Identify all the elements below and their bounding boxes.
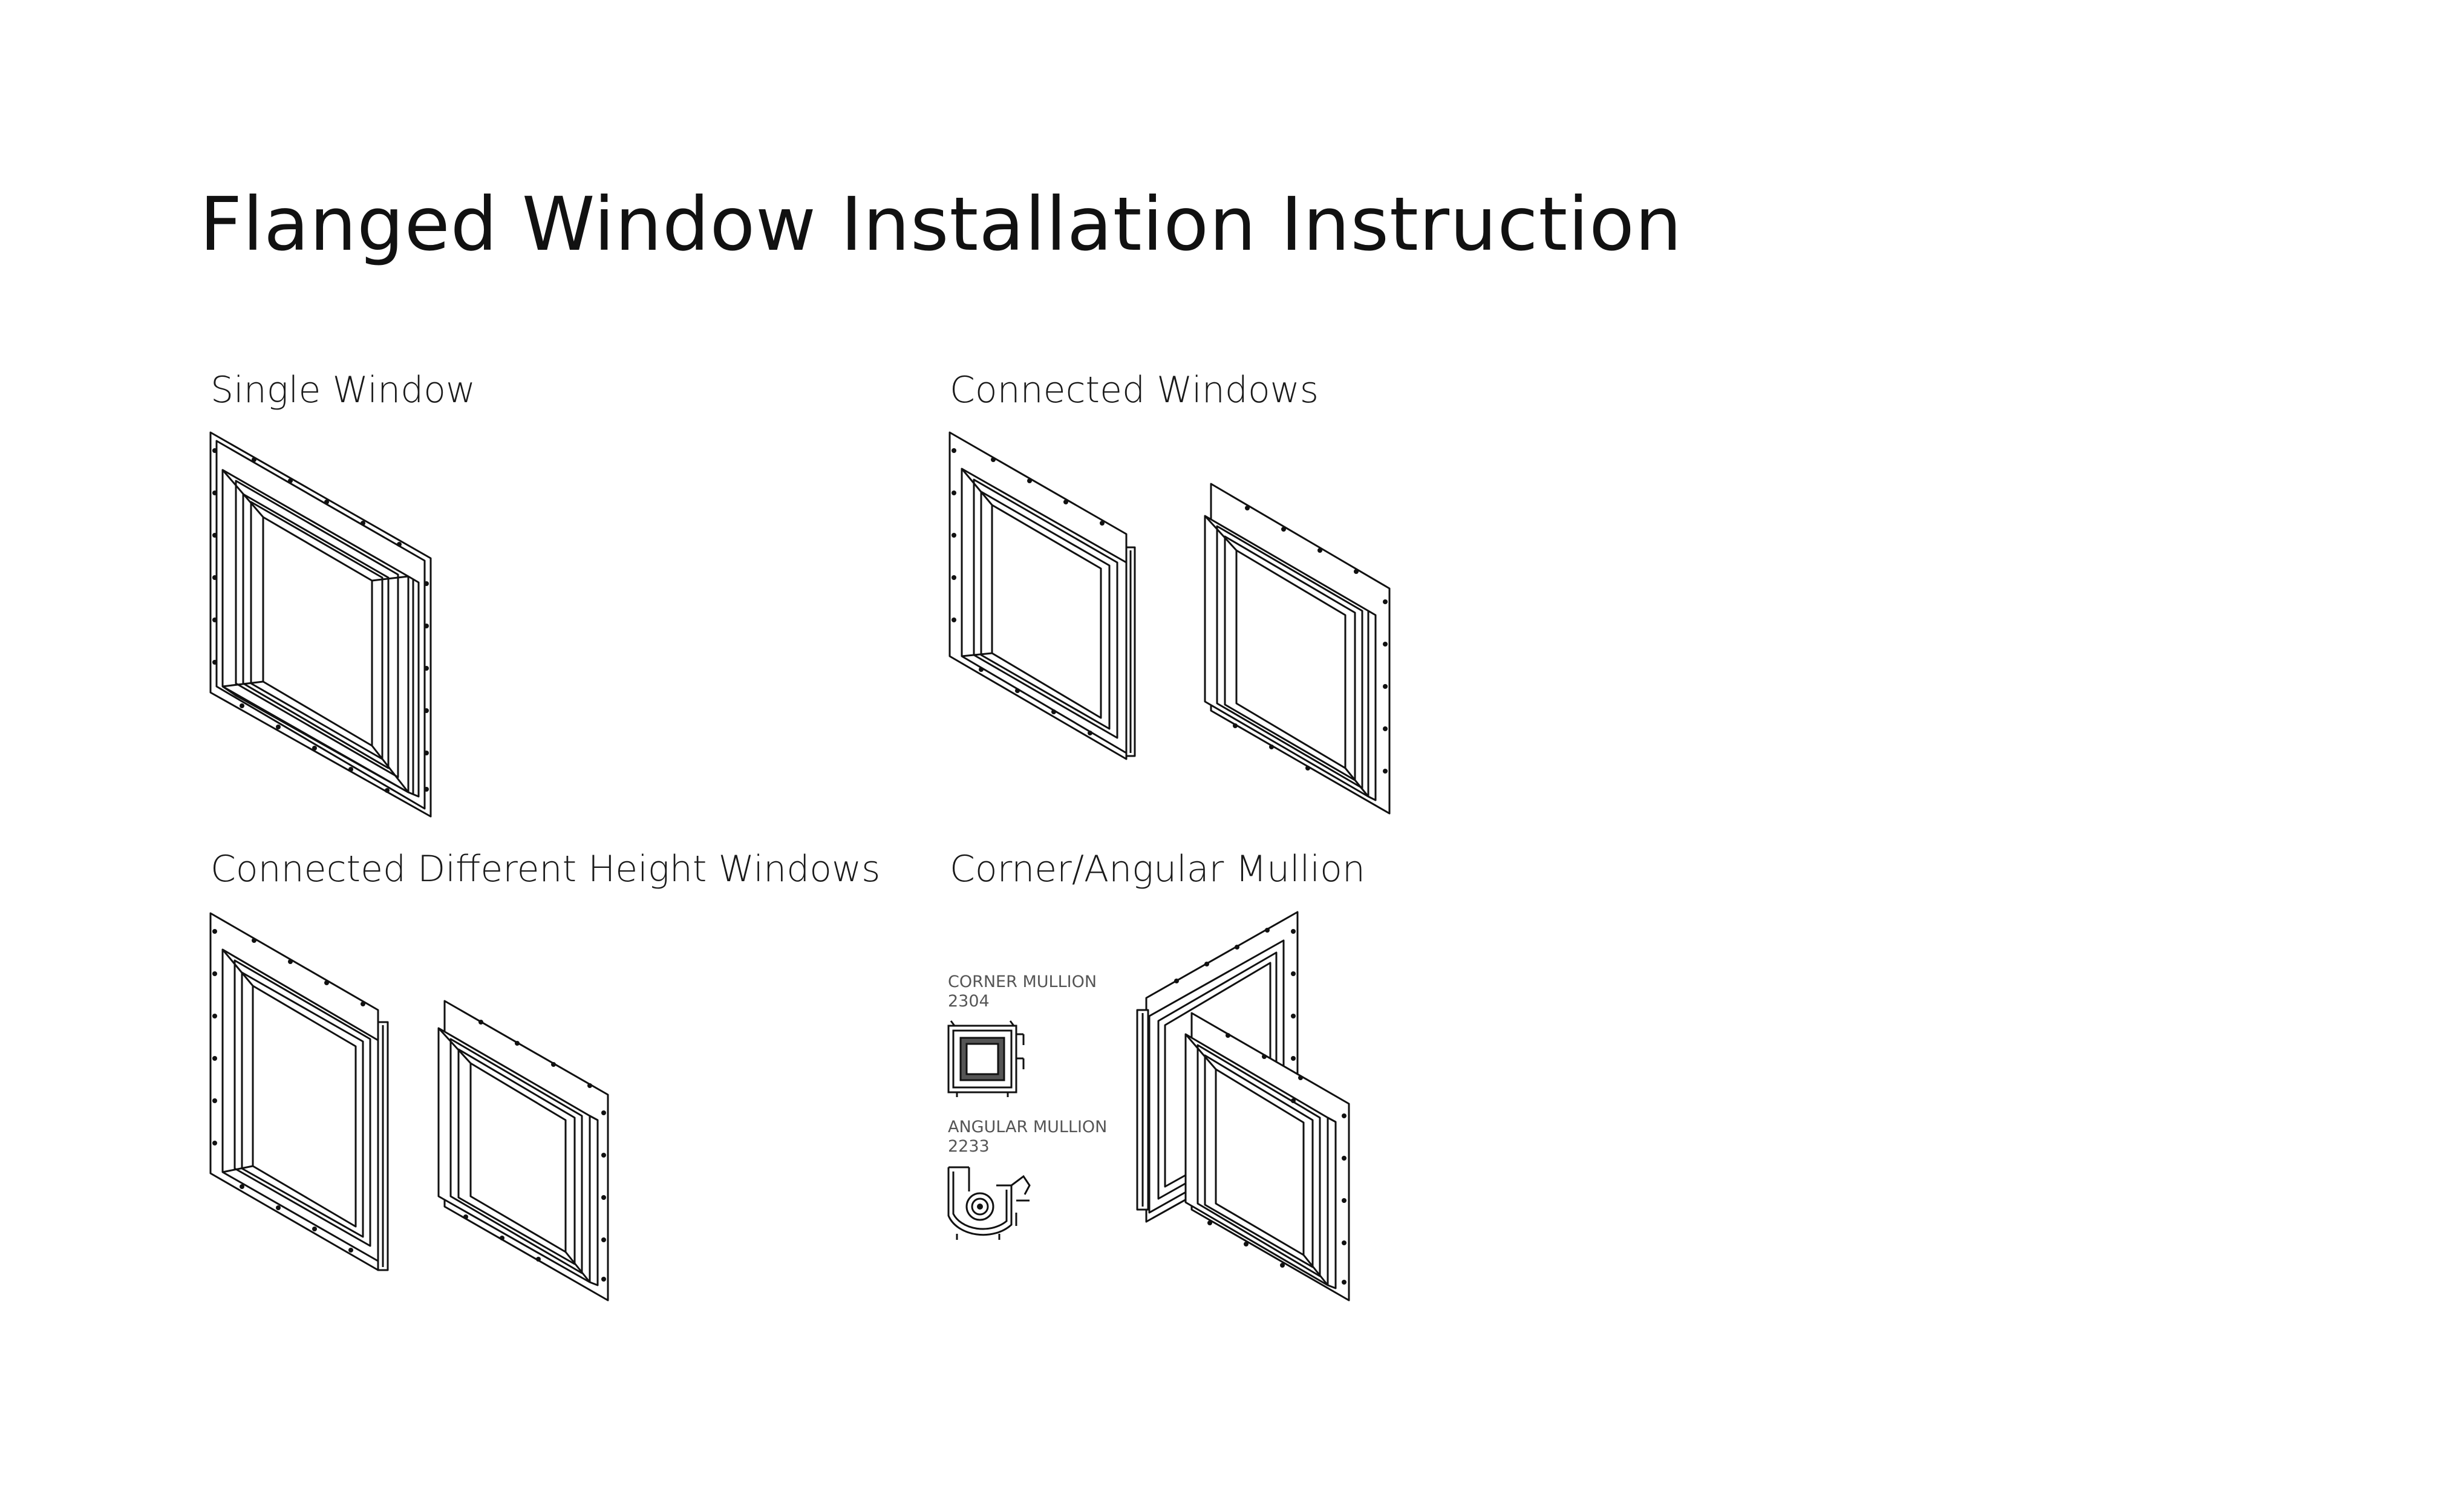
section-label-different-height-windows: Connected Different Height Windows (211, 848, 881, 890)
angular-mullion-profile (945, 1158, 1036, 1243)
corner-mullion-name: CORNER MULLION (948, 973, 1097, 991)
corner-mullion-code: 2304 (948, 992, 990, 1011)
corner-mullion-label: CORNER MULLION 2304 (948, 973, 1097, 1011)
section-label-corner-angular-mullion: Corner/Angular Mullion (950, 848, 1365, 890)
single-window-drawing (206, 426, 448, 820)
page-title: Flanged Window Installation Instruction (200, 181, 1683, 267)
angular-mullion-name: ANGULAR MULLION (948, 1118, 1108, 1136)
angular-mullion-label: ANGULAR MULLION 2233 (948, 1118, 1107, 1156)
different-height-windows-drawing (206, 907, 617, 1306)
connected-windows-drawing (945, 426, 1405, 820)
corner-mullion-profile (945, 1021, 1030, 1100)
section-label-single-window: Single Window (211, 369, 476, 411)
section-label-connected-windows: Connected Windows (950, 369, 1319, 411)
corner-mullion-assembly-drawing (1125, 907, 1367, 1306)
angular-mullion-code: 2233 (948, 1137, 990, 1156)
